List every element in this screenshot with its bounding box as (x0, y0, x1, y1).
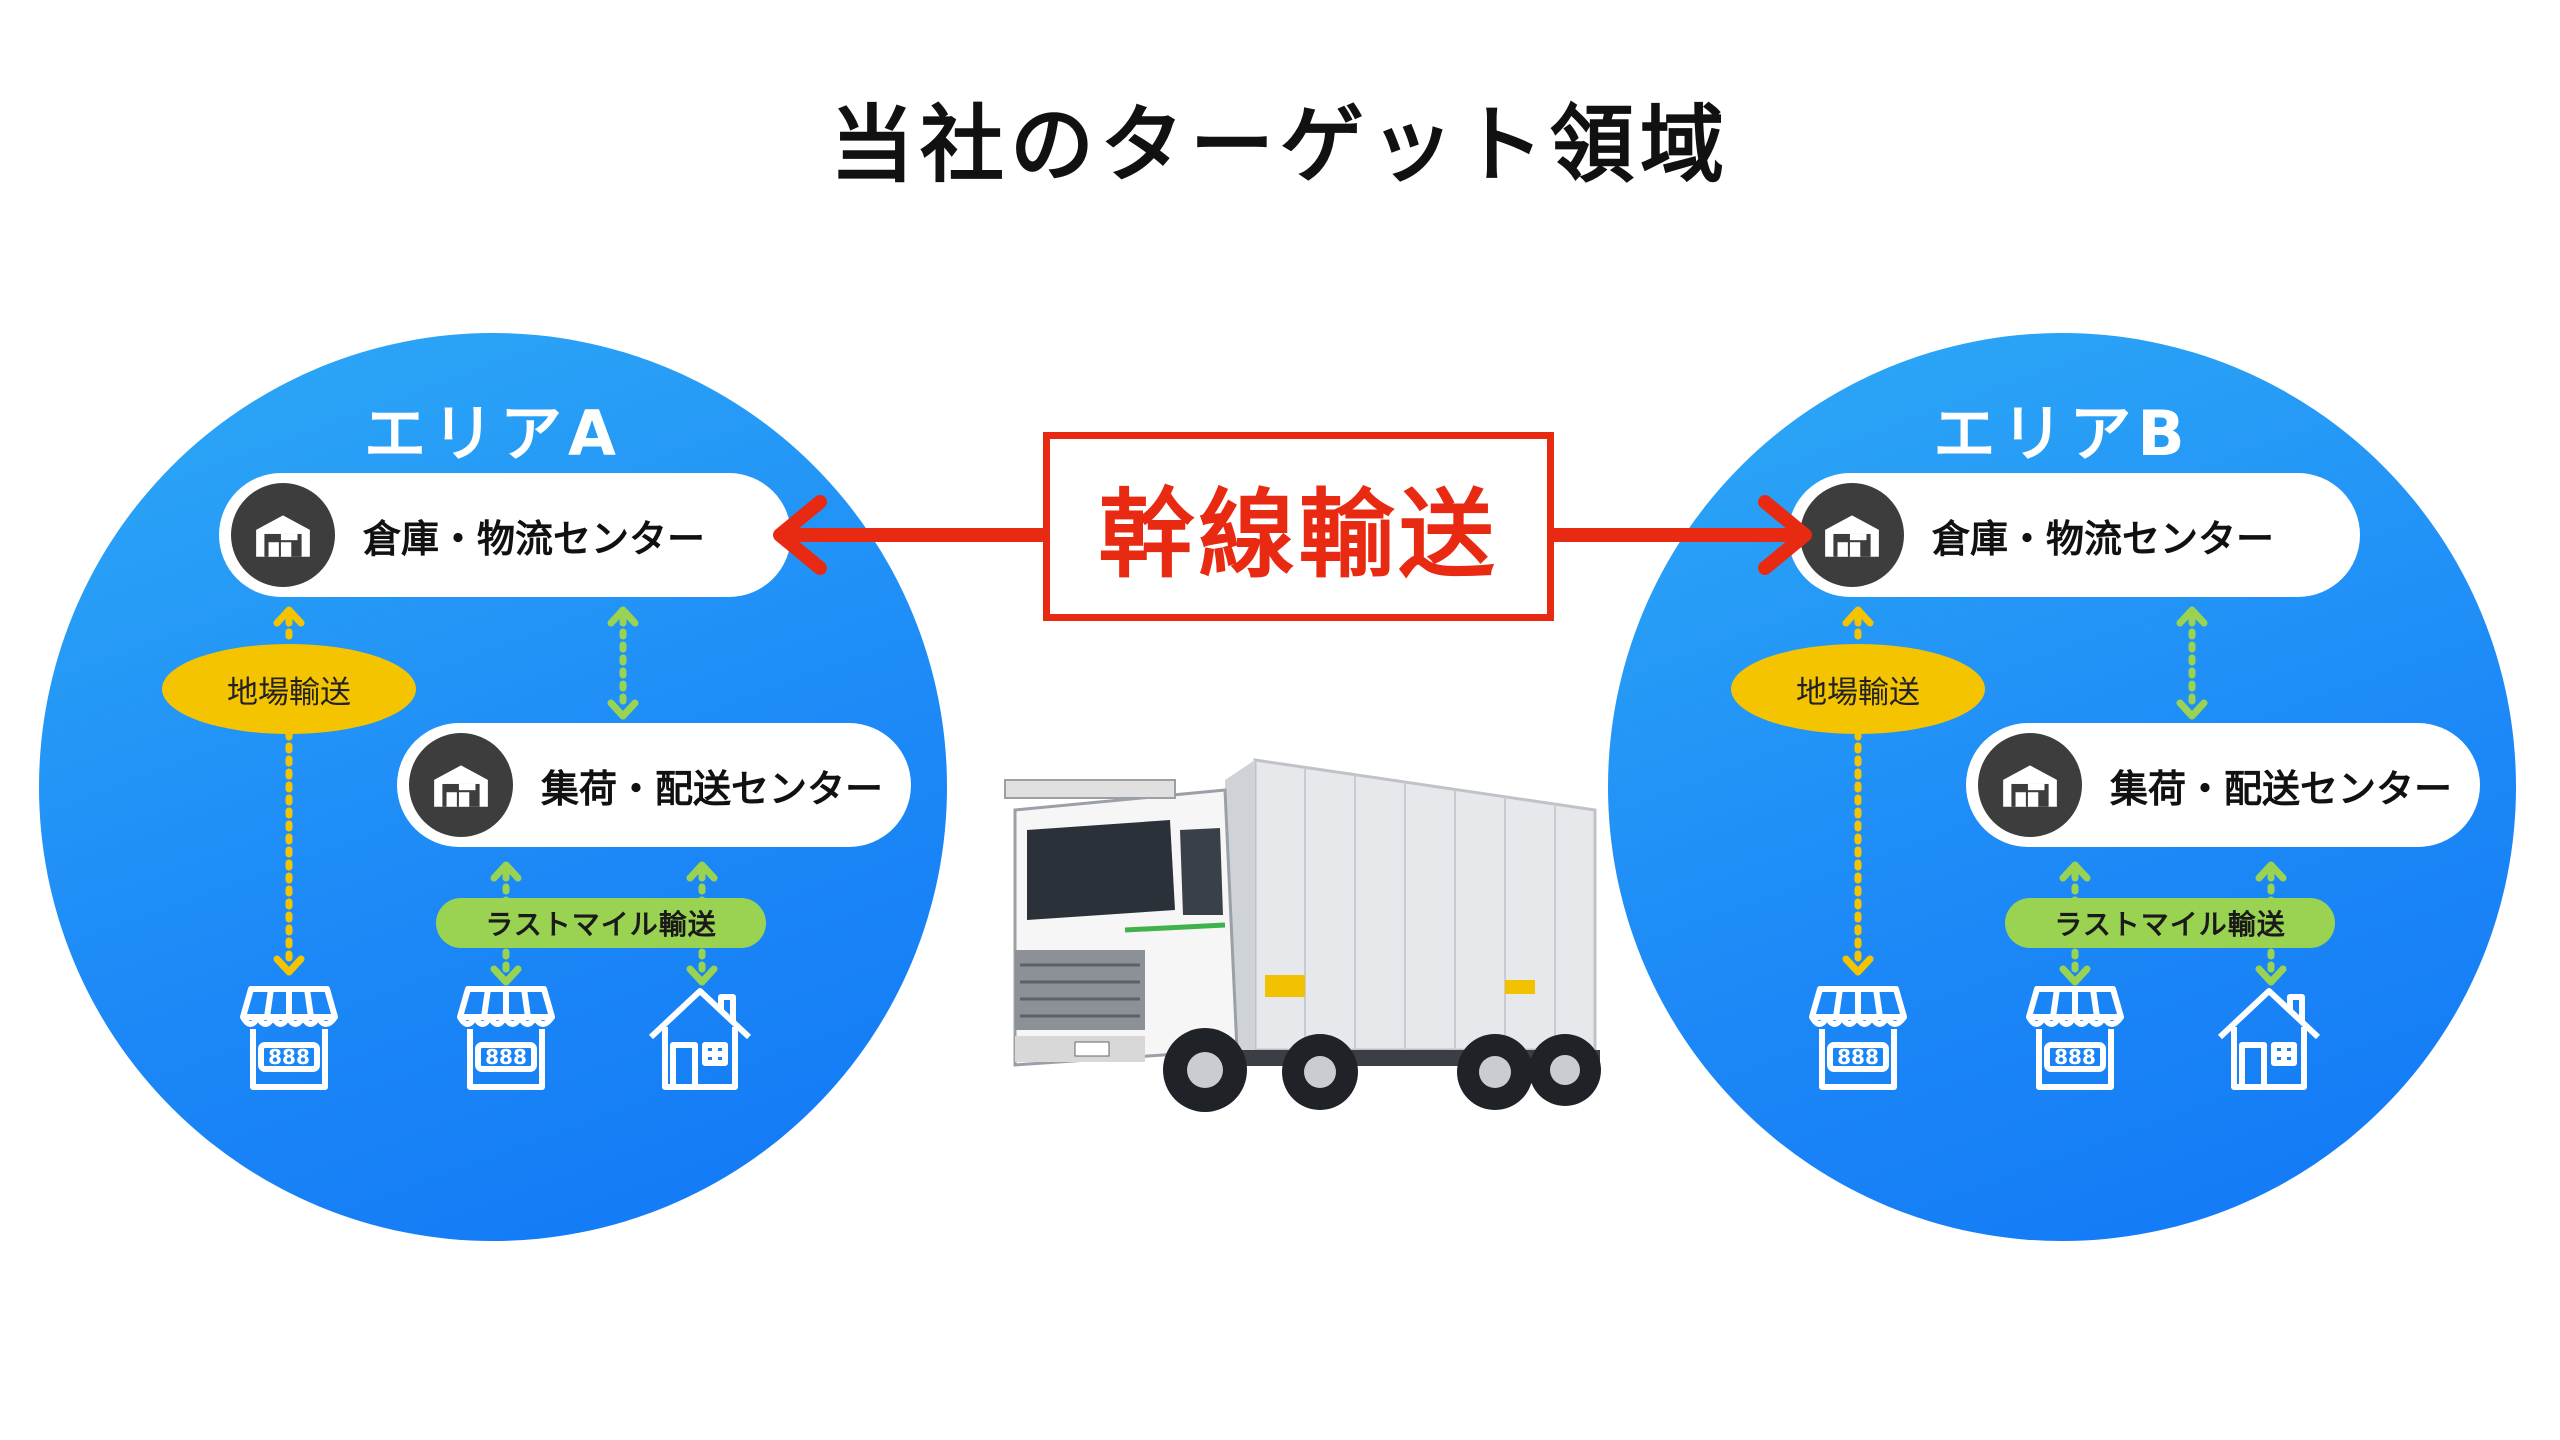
truck-image (1004, 758, 1601, 1112)
warehouse-icon (231, 483, 335, 587)
area-a-collection-node: 集荷・配送センター (397, 723, 911, 847)
area-a-local-transport: 地場輸送 (162, 644, 416, 734)
area-b-collection-node: 集荷・配送センター (1966, 723, 2480, 847)
area-b-circle: エリアB 倉庫・物流センター 地場輸送 集荷・配送センター ラストマイル輸送 (1608, 333, 2516, 1241)
warehouse-icon (1800, 483, 1904, 587)
area-b-title: エリアB (1933, 397, 2191, 470)
store-icon (2025, 983, 2125, 1093)
store-icon (239, 983, 339, 1093)
area-a-warehouse-label: 倉庫・物流センター (363, 516, 706, 561)
trunk-transport-label: 幹線輸送 (1098, 479, 1499, 591)
area-a-collection-label: 集荷・配送センター (541, 766, 884, 811)
store-icon (456, 983, 556, 1093)
trunk-transport-box: 幹線輸送 (1043, 432, 1554, 621)
area-b-local-transport: 地場輸送 (1731, 644, 1985, 734)
area-a-title: エリアA (364, 397, 622, 470)
area-b-last-mile: ラストマイル輸送 (2005, 898, 2335, 948)
warehouse-icon (409, 733, 513, 837)
warehouse-icon (1978, 733, 2082, 837)
area-b-warehouse-label: 倉庫・物流センター (1932, 516, 2275, 561)
area-a-circle: エリアA 倉庫・物流センター 地場輸送 集荷・配送センター ラストマイル輸送 (39, 333, 947, 1241)
area-a-last-mile: ラストマイル輸送 (436, 898, 766, 948)
page-title: 当社のターゲット領域 (829, 96, 1730, 194)
area-b-collection-label: 集荷・配送センター (2110, 766, 2453, 811)
area-a-warehouse-node: 倉庫・物流センター (219, 473, 791, 597)
store-icon (1808, 983, 1908, 1093)
area-b-warehouse-node: 倉庫・物流センター (1788, 473, 2360, 597)
house-icon (645, 983, 755, 1093)
house-icon (2214, 983, 2324, 1093)
